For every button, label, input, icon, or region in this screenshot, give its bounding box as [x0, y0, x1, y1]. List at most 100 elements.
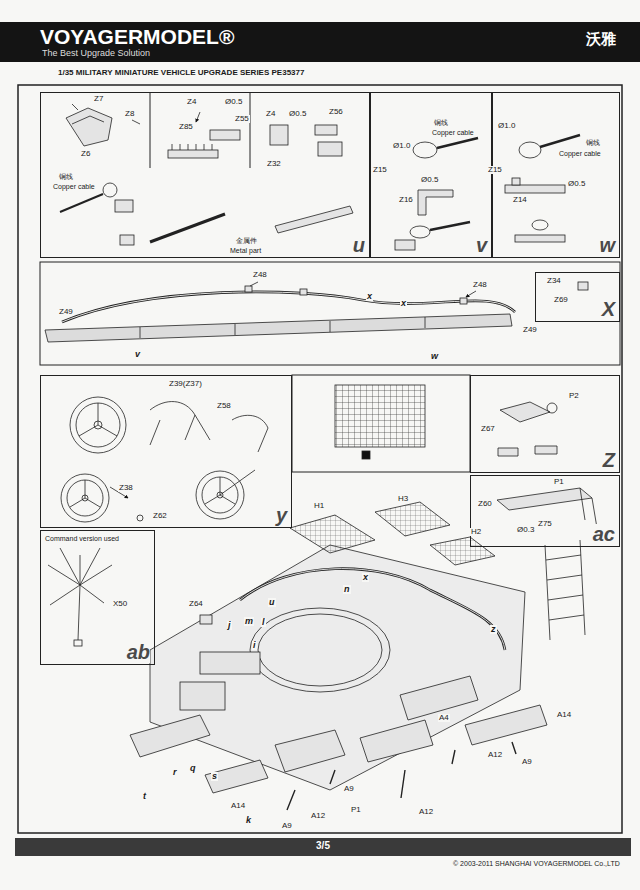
- part-number: X50: [112, 600, 128, 608]
- callout-letter: j: [227, 621, 232, 630]
- part-drawing: [497, 488, 592, 510]
- part-drawing: [70, 397, 126, 453]
- callout-letter: z: [490, 625, 497, 634]
- part-drawing: [70, 480, 100, 507]
- part-number: Z34: [546, 277, 562, 285]
- part-number: Z48: [252, 271, 268, 279]
- part-number: Z49: [522, 326, 538, 334]
- part-drawing: [78, 585, 80, 640]
- part-drawing: [519, 142, 541, 158]
- part-drawing: [172, 144, 212, 150]
- part-number: Z60: [477, 500, 493, 508]
- part-drawing: [300, 289, 307, 295]
- material-note: Copper cable: [558, 150, 602, 157]
- part-number: Z62: [152, 512, 168, 520]
- part-number: Z4: [186, 98, 197, 106]
- part-drawing: [240, 569, 505, 650]
- part-drawing: [45, 104, 597, 810]
- part-number: A12: [487, 751, 503, 759]
- callout-letter: l: [261, 618, 266, 627]
- part-drawing: [547, 403, 557, 413]
- callout-letter: s: [211, 772, 218, 781]
- callout-letter: q: [189, 764, 197, 773]
- part-drawing: [72, 104, 200, 124]
- part-drawing: [140, 317, 425, 338]
- part-drawing: [465, 705, 547, 745]
- part-drawing: [250, 608, 390, 692]
- part-number: A12: [418, 808, 434, 816]
- step-panel: v: [370, 92, 492, 258]
- part-drawing: [150, 402, 210, 445]
- brand-slogan: The Best Upgrade Solution: [42, 49, 150, 58]
- part-drawing: [62, 292, 515, 322]
- part-drawing: [103, 183, 117, 197]
- part-drawing: [498, 446, 557, 456]
- step-panel: w: [492, 92, 620, 258]
- part-drawing: [240, 569, 505, 650]
- page-frame: [18, 85, 622, 833]
- part-drawing: [66, 108, 112, 146]
- dimension: Ø0.5: [224, 98, 243, 106]
- part-drawing: [45, 314, 512, 342]
- callout-letter: 铜线: [433, 120, 449, 127]
- callout-letter: m: [244, 617, 254, 626]
- part-drawing: [318, 142, 342, 156]
- dimension: Ø1.0: [497, 122, 516, 130]
- part-number: Z58: [216, 402, 232, 410]
- part-number: Z85: [178, 123, 194, 131]
- page-band: 3/5: [15, 838, 631, 856]
- part-drawing: [79, 403, 117, 436]
- part-number: Z48: [472, 281, 488, 289]
- part-drawing: [512, 178, 520, 185]
- callout-letter: k: [245, 816, 252, 825]
- part-drawing: [205, 760, 268, 793]
- part-drawing: [200, 615, 212, 624]
- part-number: P2: [568, 392, 580, 400]
- part-number: A14: [556, 711, 572, 719]
- step-panel: y: [40, 375, 292, 528]
- part-drawing: [460, 298, 467, 304]
- part-drawing: [62, 292, 515, 322]
- part-drawing: [48, 548, 112, 646]
- part-drawing: [418, 190, 453, 215]
- callout-letter: i: [252, 641, 257, 650]
- part-drawing: [120, 235, 134, 245]
- part-number: Z8: [124, 110, 135, 118]
- callout-letter: v: [134, 350, 141, 359]
- part-drawing: [130, 715, 210, 757]
- dimension: Ø0.3: [516, 526, 535, 534]
- page-frame: [292, 375, 470, 472]
- part-number: Z7: [93, 95, 104, 103]
- copyright-note: © 2003-2011 SHANGHAI VOYAGERMODEL Co.,LT…: [452, 860, 621, 867]
- step-letter: Z: [603, 450, 615, 471]
- part-drawing: [540, 135, 580, 147]
- step-letter: y: [276, 505, 287, 526]
- part-drawing: [61, 474, 109, 522]
- part-drawing: [168, 150, 218, 158]
- step-letter: v: [476, 235, 487, 256]
- part-drawing: [60, 194, 103, 212]
- step-panel: Command version usedab: [40, 530, 155, 665]
- page-frame: [40, 262, 620, 365]
- part-number: P1: [553, 478, 565, 486]
- part-drawing: [137, 515, 143, 521]
- part-number: H1: [313, 502, 325, 510]
- part-drawing: [232, 415, 268, 452]
- part-drawing: [580, 488, 597, 528]
- callout-letter: w: [430, 352, 439, 361]
- part-drawing: [270, 125, 288, 145]
- brand-logo: VOYAGERMODEL®: [40, 26, 234, 48]
- part-number: Z16: [398, 196, 414, 204]
- part-number: Z56: [328, 108, 344, 116]
- step-letter: X: [602, 299, 615, 320]
- part-number: Z64: [188, 600, 204, 608]
- callout-letter: 铜线: [58, 174, 74, 181]
- part-drawing: [210, 130, 240, 140]
- part-number: A4: [438, 714, 450, 722]
- part-number: Z32: [266, 160, 282, 168]
- part-drawing: [74, 640, 82, 646]
- part-drawing: [150, 545, 525, 790]
- part-number: A12: [310, 812, 326, 820]
- part-drawing: [150, 214, 225, 242]
- page-frame: [18, 85, 622, 833]
